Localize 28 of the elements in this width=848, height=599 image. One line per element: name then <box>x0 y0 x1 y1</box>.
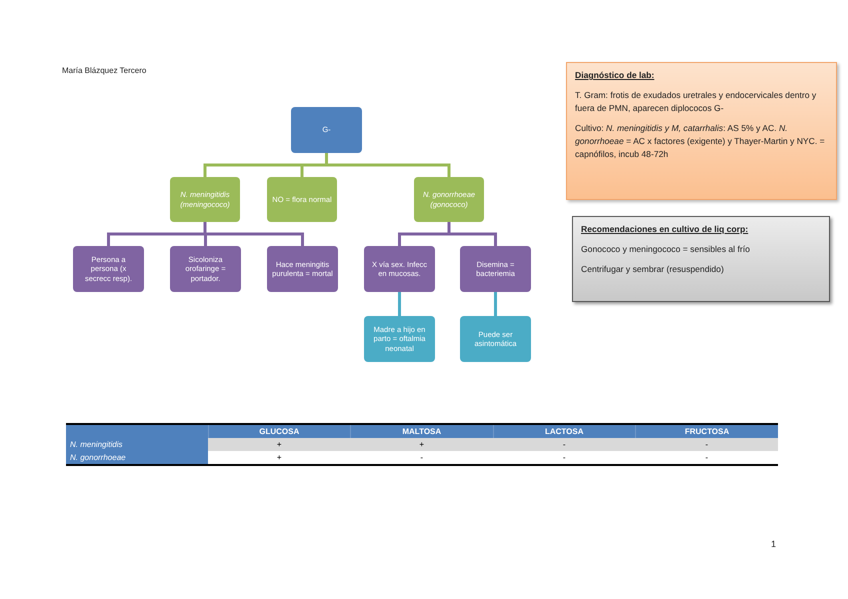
note-heading: Diagnóstico de lab: <box>575 69 656 82</box>
table-cell: - <box>493 451 636 465</box>
table-cell: + <box>208 451 350 465</box>
connector-line <box>494 292 497 316</box>
connector-line <box>448 222 497 246</box>
note-heading: Recomendaciones en cultivo de liq corp: <box>581 223 750 236</box>
column-header: LACTOSA <box>493 424 636 438</box>
note-text: Gonococo y meningococo = sensibles al frío <box>581 243 751 256</box>
note-text: Cultivo: N. meningitidis y M, catarrhalis: AS 5% y AC. N. gonorrhoeae = AC x factores (exigente) y Thayer-Martin y NYC. = capnófilos, incub 48-72h <box>575 122 826 161</box>
table-cell: - <box>636 438 778 451</box>
column-header: FRUCTOSA <box>636 424 778 438</box>
connector-line <box>398 292 401 316</box>
author-name: María Blázquez Tercero <box>62 66 146 75</box>
table-cell: + <box>208 438 350 451</box>
note-text: T. Gram: frotis de exudados uretrales y endocervicales dentro y fuera de PMN, aparecen diplococos G- <box>575 89 818 115</box>
table-cell: - <box>493 438 636 451</box>
row-header: N. meningitidis <box>66 438 208 451</box>
column-header: MALTOSA <box>350 424 493 438</box>
connector-line <box>325 153 450 177</box>
note-text: Centrifugar y sembrar (resuspendido) <box>581 263 725 276</box>
note-box <box>572 216 830 302</box>
table-cell: + <box>350 438 493 451</box>
table-cell: - <box>350 451 493 465</box>
page-number: 1 <box>771 539 776 549</box>
column-header: GLUCOSA <box>208 424 350 438</box>
note-box <box>566 62 837 200</box>
row-header: N. gonorrhoeae <box>66 451 208 465</box>
table-cell: - <box>636 451 778 465</box>
